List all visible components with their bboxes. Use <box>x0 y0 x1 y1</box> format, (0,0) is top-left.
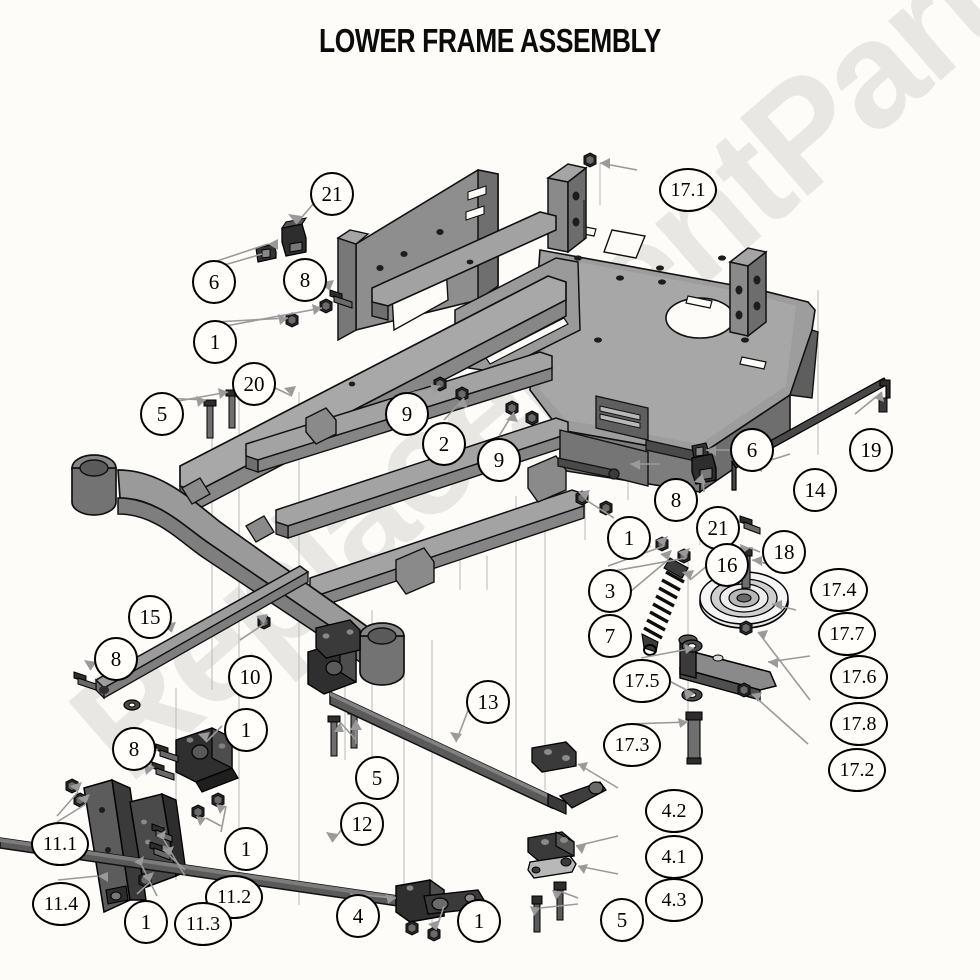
callout-bubble-5[interactable]: 5 <box>140 392 184 436</box>
callout-bubble-17-3[interactable]: 17.3 <box>603 723 661 767</box>
part-21-upper <box>280 217 308 257</box>
callout-bubble-12[interactable]: 12 <box>340 802 384 846</box>
callout-bubble-8[interactable]: 8 <box>654 478 698 522</box>
callout-bubble-3[interactable]: 3 <box>588 569 632 613</box>
pivot-bracket-13-left <box>307 619 361 695</box>
page-title: LOWER FRAME ASSEMBLY <box>318 22 662 59</box>
callout-bubble-9[interactable]: 9 <box>477 438 521 482</box>
callout-bubble-18[interactable]: 18 <box>762 530 806 574</box>
frame-upper-crossbeam <box>371 211 557 321</box>
frame-mount-tabs <box>305 407 567 595</box>
part-17-6-nut <box>739 620 753 636</box>
callout-bubble-17-1[interactable]: 17.1 <box>659 168 717 212</box>
idler-pulley <box>699 571 789 629</box>
callout-bubble-21[interactable]: 21 <box>310 172 354 216</box>
part-5-bolts-bottom-right <box>531 881 567 933</box>
callout-bubble-11-2[interactable]: 11.2 <box>205 875 263 919</box>
callout-bubble-9[interactable]: 9 <box>385 392 429 436</box>
callout-bubble-17-8[interactable]: 17.8 <box>830 702 888 746</box>
callout-bubble-11-1[interactable]: 11.1 <box>31 822 89 866</box>
callout-bubble-17-7[interactable]: 17.7 <box>818 612 876 656</box>
callout-bubble-1[interactable]: 1 <box>224 708 268 752</box>
callout-bubble-1[interactable]: 1 <box>124 900 168 944</box>
part-8-bolts-mid-left <box>151 743 179 781</box>
callout-bubble-8[interactable]: 8 <box>94 637 138 681</box>
callout-bubble-19[interactable]: 19 <box>849 428 893 472</box>
part-washer-small <box>123 699 141 711</box>
callout-bubble-4[interactable]: 4 <box>336 894 380 938</box>
callout-bubble-6[interactable]: 6 <box>192 260 236 304</box>
part-19-clip <box>878 379 891 413</box>
callout-bubble-16[interactable]: 16 <box>705 543 749 587</box>
part-4-2-bracket <box>531 741 577 773</box>
callout-bubble-10[interactable]: 10 <box>228 655 272 699</box>
part-6-upper <box>255 243 277 263</box>
callout-bubble-8[interactable]: 8 <box>283 258 327 302</box>
part-8-bolt-lower-left <box>73 671 97 691</box>
part-4-3-link <box>527 855 577 879</box>
callout-bubble-4-3[interactable]: 4.3 <box>645 878 703 922</box>
callout-bubble-17-6[interactable]: 17.6 <box>830 655 888 699</box>
part-4-1-bracket <box>527 831 575 863</box>
part-15-rod <box>94 565 310 700</box>
part-13-rod <box>329 690 607 815</box>
callout-bubble-1[interactable]: 1 <box>607 516 651 560</box>
part-17-2-nut <box>737 682 751 698</box>
callout-bubble-15[interactable]: 15 <box>128 595 172 639</box>
callout-bubble-11-3[interactable]: 11.3 <box>174 902 232 946</box>
callout-bubble-7[interactable]: 7 <box>588 614 632 658</box>
part-6-right <box>691 442 709 460</box>
callout-bubble-1[interactable]: 1 <box>457 899 501 943</box>
part-17-3-bolt <box>685 711 703 765</box>
callout-bubble-1[interactable]: 1 <box>224 827 268 871</box>
callout-bubble-14[interactable]: 14 <box>793 468 837 512</box>
callout-bubble-2[interactable]: 2 <box>422 422 466 466</box>
pivot-bracket-mid <box>175 727 239 793</box>
part-8-bolt-upper <box>329 289 353 309</box>
callout-bubble-20[interactable]: 20 <box>232 362 276 406</box>
callout-bubble-4-1[interactable]: 4.1 <box>645 835 703 879</box>
callout-bubble-5[interactable]: 5 <box>600 898 644 942</box>
callout-bubble-4-2[interactable]: 4.2 <box>645 789 703 833</box>
callout-bubble-6[interactable]: 6 <box>730 428 774 472</box>
callout-bubble-1[interactable]: 1 <box>193 320 237 364</box>
callout-bubble-17-2[interactable]: 17.2 <box>828 748 886 792</box>
callout-bubble-13[interactable]: 13 <box>466 680 510 724</box>
callout-bubble-17-5[interactable]: 17.5 <box>613 659 671 703</box>
callout-bubble-8[interactable]: 8 <box>112 727 156 771</box>
tensioner-spring <box>641 557 689 656</box>
callout-bubble-21[interactable]: 21 <box>696 506 740 550</box>
callout-bubble-11-4[interactable]: 11.4 <box>32 882 90 926</box>
part-21-right <box>691 453 717 485</box>
part-18-bolt <box>739 515 761 535</box>
frame-upright-bracket-left <box>546 163 588 254</box>
callout-bubble-17-4[interactable]: 17.4 <box>810 568 868 612</box>
frame-upright-bracket-right <box>728 247 768 338</box>
callout-bubble-5[interactable]: 5 <box>355 756 399 800</box>
part-17-1-nut <box>583 152 597 168</box>
frame-mid-structure <box>557 395 701 487</box>
